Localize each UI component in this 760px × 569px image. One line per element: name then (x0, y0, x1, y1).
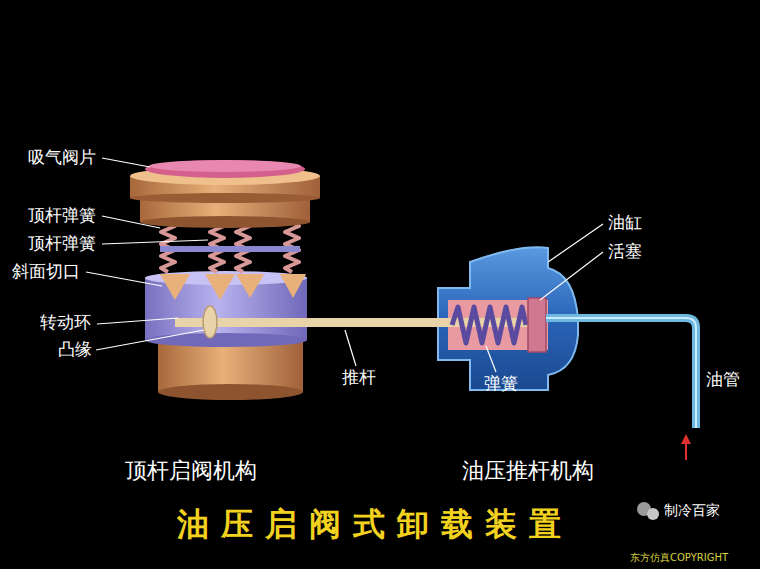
rod-collar (203, 306, 217, 338)
oil-pipe (546, 318, 696, 428)
part-label: 斜面切口 (12, 262, 80, 282)
part-label: 顶杆弹簧 (28, 206, 96, 226)
leader-line (548, 224, 603, 262)
wechat-icon (647, 508, 659, 520)
part-label: 凸缘 (58, 340, 92, 360)
diagram-title: 油压启阀式卸载装置 (177, 506, 573, 543)
leader-line (345, 330, 356, 366)
part-label: 活塞 (608, 242, 642, 262)
oil-pipe-highlight (546, 318, 696, 428)
notch (160, 274, 190, 300)
watermark: 东方仿真COPYRIGHT (630, 552, 728, 564)
part-label: 转动环 (40, 313, 91, 333)
base-bottom (158, 384, 303, 400)
leader-line (486, 346, 496, 372)
ring-bottom (145, 333, 307, 347)
part-label: 油缸 (608, 213, 642, 233)
suction-valve-plate (145, 160, 305, 178)
watermark: 制冷百家 (664, 502, 720, 518)
leader-line (102, 216, 160, 228)
piston (528, 298, 546, 352)
piston-spring (452, 307, 526, 343)
notch (236, 274, 264, 298)
leader-line (97, 318, 178, 324)
leader-line (540, 252, 603, 300)
part-label: 油管 (706, 370, 740, 390)
flange-bottom (140, 216, 310, 228)
oil-flow-arrow (685, 442, 687, 460)
part-label: 顶杆弹簧 (28, 234, 96, 254)
seat-bottom (130, 193, 320, 203)
part-label: 推杆 (342, 368, 376, 388)
part-label: 弹簧 (484, 374, 518, 394)
arrowhead (681, 434, 691, 444)
notch (205, 274, 235, 300)
leader-line (96, 330, 204, 350)
notch (280, 274, 306, 298)
section-caption: 油压推杆机构 (462, 458, 594, 483)
part-label: 吸气阀片 (28, 148, 96, 168)
valve-plate-top (149, 160, 301, 172)
spring-plate (160, 246, 300, 252)
section-caption: 顶杆启阀机构 (125, 458, 257, 483)
leader-line (86, 272, 162, 286)
leader-line (102, 158, 150, 167)
leader-line (102, 240, 208, 244)
